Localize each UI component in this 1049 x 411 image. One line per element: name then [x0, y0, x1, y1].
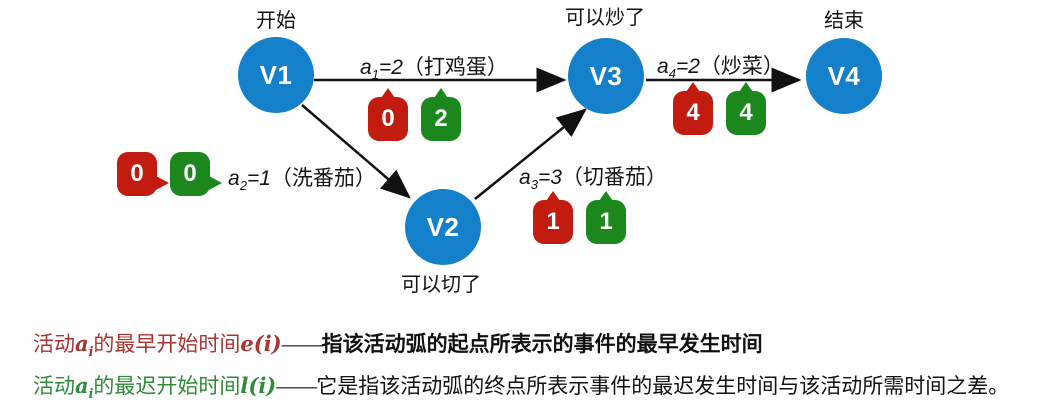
latest-text: 它是指该活动弧的终点所表示事件的最迟发生时间与该活动所需时间之差。	[316, 375, 1010, 398]
earliest-text: 指该活动弧的起点所表示的事件的最早发生时间	[321, 333, 763, 356]
node-v1: V1	[238, 37, 314, 113]
latest-var: a	[75, 373, 89, 398]
activity-a3-var: a	[519, 166, 531, 189]
badge-early-a3: 1	[533, 200, 573, 244]
badge-late-a4: 4	[726, 91, 766, 135]
activity-a2-sub: 2	[239, 178, 247, 194]
earliest-var: a	[75, 331, 89, 356]
badge-late-a3: 1	[586, 200, 626, 244]
earliest-prefix: 活动	[33, 333, 75, 356]
edge-arrows	[301, 67, 802, 200]
latest-func: l(i)	[240, 373, 277, 398]
latest-prefix: 活动	[33, 375, 75, 398]
badge-early-a1: 0	[368, 97, 408, 141]
node-v2: V2	[405, 189, 481, 265]
activity-a1-desc: （打鸡蛋）	[402, 56, 508, 79]
earliest-func: e(i)	[240, 331, 282, 356]
activity-a2-var: a	[228, 167, 240, 190]
edge-label-a1: a1=2（打鸡蛋）	[360, 51, 508, 82]
activity-a4-sub: 4	[668, 66, 676, 82]
node-v1-caption: 开始	[256, 10, 296, 32]
activity-a1-var: a	[360, 56, 372, 79]
node-v3: V3	[568, 38, 644, 114]
activity-a2-duration: =1	[246, 167, 271, 190]
node-v4: V4	[806, 38, 882, 114]
edge-v2-v3	[474, 108, 587, 200]
edge-label-a3: a3=3（切番茄）	[519, 161, 667, 192]
activity-a3-duration: =3	[537, 166, 562, 189]
node-v3-caption: 可以炒了	[565, 7, 645, 29]
badge-early-a2: 0	[117, 152, 169, 196]
badge-late-a1: 2	[421, 97, 461, 141]
latest-mid: 的最迟开始时间	[93, 375, 241, 398]
badge-early-a4: 4	[673, 91, 713, 135]
earliest-sub: i	[88, 344, 94, 360]
edge-v1-v2	[301, 104, 411, 199]
badge-late-a2: 0	[170, 152, 222, 196]
earliest-mid: 的最早开始时间	[93, 333, 241, 356]
node-v2-caption: 可以切了	[401, 274, 481, 296]
activity-a4-desc: （炒菜）	[699, 55, 784, 78]
definition-earliest-start: 活动ai的最早开始时间e(i)——指该活动弧的起点所表示的事件的最早发生时间	[33, 328, 763, 359]
badges-a3: 1 1	[533, 200, 626, 244]
activity-a3-desc: （切番茄）	[561, 166, 667, 189]
activity-a1-duration: =2	[378, 56, 403, 79]
latest-sub: i	[88, 386, 94, 402]
edge-label-a2: a2=1（洗番茄）	[228, 162, 376, 193]
badges-a2: 0 0	[117, 152, 222, 196]
activity-a3-sub: 3	[530, 177, 538, 193]
badges-a1: 0 2	[368, 97, 461, 141]
activity-a4-duration: =2	[675, 55, 700, 78]
activity-a4-var: a	[657, 55, 669, 78]
activity-a1-sub: 1	[371, 67, 379, 83]
badges-a4: 4 4	[673, 91, 766, 135]
node-v4-caption: 结束	[824, 10, 864, 32]
activity-a2-desc: （洗番茄）	[270, 167, 376, 190]
latest-dash: ——	[276, 375, 317, 398]
definition-latest-start: 活动ai的最迟开始时间l(i)——它是指该活动弧的终点所表示事件的最迟发生时间与…	[33, 370, 1009, 401]
edge-label-a4: a4=2（炒菜）	[657, 50, 784, 81]
earliest-dash: ——	[281, 333, 323, 356]
